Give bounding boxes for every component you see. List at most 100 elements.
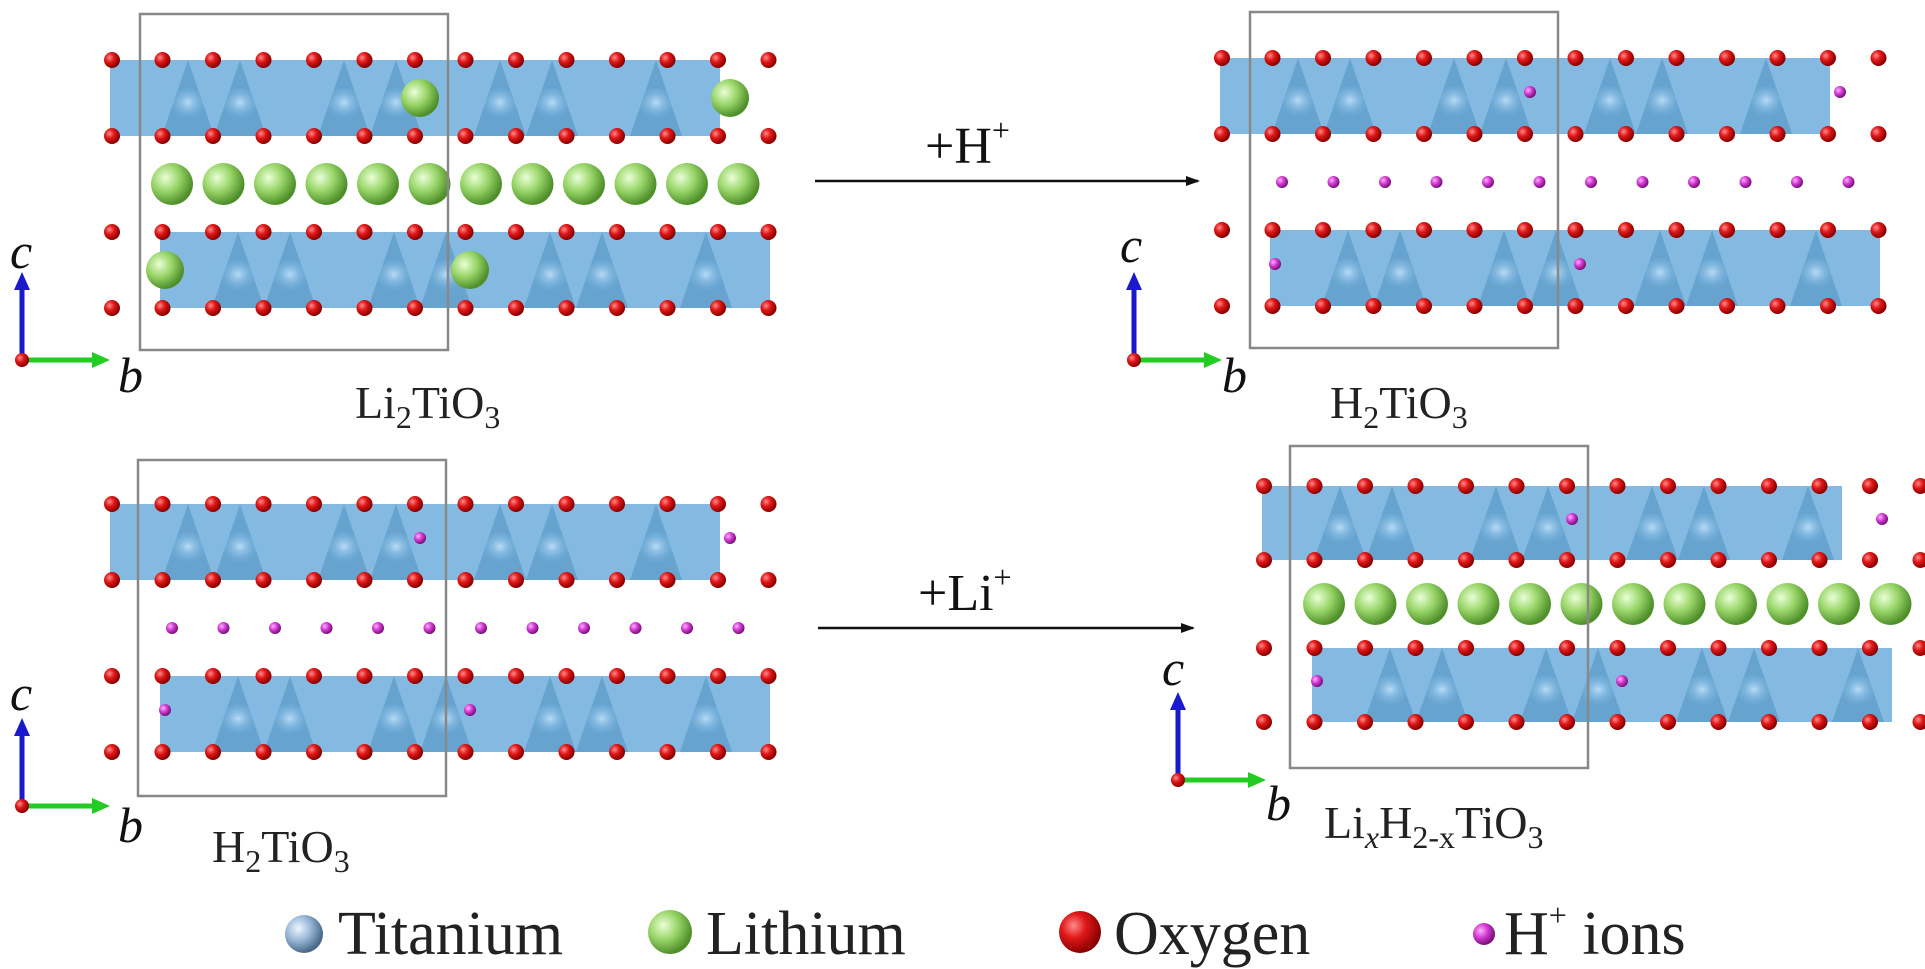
oxygen-atom bbox=[1870, 126, 1887, 142]
hydrogen-ion bbox=[1616, 675, 1628, 687]
oxygen-atom bbox=[1559, 640, 1575, 656]
oxygen-atom bbox=[407, 668, 423, 684]
ti-atom bbox=[1530, 513, 1566, 545]
b-axis-label: b bbox=[1222, 347, 1247, 403]
legend-item-h-ions: H+ ions bbox=[1473, 897, 1686, 968]
lithium-atom bbox=[408, 163, 451, 205]
ti-atom bbox=[1322, 513, 1358, 545]
ti-atom bbox=[1642, 258, 1678, 290]
hydrogen-ion bbox=[372, 622, 384, 634]
ti-atom bbox=[638, 88, 674, 120]
oxygen-atom bbox=[1710, 552, 1727, 568]
oxygen-atom bbox=[356, 224, 373, 240]
ti-atom bbox=[170, 532, 206, 564]
oxygen-atom bbox=[205, 496, 221, 512]
ti-atom bbox=[220, 260, 256, 292]
ti-atom bbox=[1684, 675, 1720, 707]
oxygen-atom bbox=[1870, 50, 1887, 66]
hydrogen-ion bbox=[1276, 176, 1288, 188]
oxygen-atom bbox=[710, 128, 726, 144]
lithium-atom bbox=[1612, 583, 1654, 625]
hydrogen-ion bbox=[1585, 176, 1597, 188]
oxygen-atom bbox=[1466, 126, 1483, 142]
interlayer-hydrogen bbox=[166, 622, 745, 634]
hydrogen-ion bbox=[217, 622, 230, 634]
formula-label-lixh2-xtio3: LixH2-xTiO3 bbox=[1324, 797, 1543, 855]
oxygen-atom bbox=[1862, 478, 1878, 494]
axis-origin bbox=[1127, 353, 1141, 367]
b-axis-label: b bbox=[1266, 775, 1291, 831]
structure-panel-li2tio3: cb bbox=[10, 12, 777, 403]
ti-atom bbox=[1332, 86, 1368, 118]
oxygen-atom bbox=[255, 300, 272, 316]
oxygen-atom bbox=[1719, 50, 1735, 66]
oxygen-atom bbox=[1458, 640, 1474, 656]
legend-item-lithium: Lithium bbox=[648, 900, 906, 968]
oxygen-atom bbox=[205, 52, 221, 68]
oxygen-atom bbox=[356, 52, 373, 68]
axis-indicator: cb bbox=[1162, 640, 1291, 831]
oxygen-atom bbox=[154, 744, 171, 760]
oxygen-atom bbox=[1912, 714, 1925, 730]
reaction-arrow-protonation: +H+ bbox=[815, 112, 1200, 186]
oxygen-atom bbox=[1618, 222, 1634, 238]
ti-atom bbox=[1634, 513, 1670, 545]
ti-atom bbox=[222, 532, 258, 564]
oxygen-atom bbox=[154, 300, 171, 316]
oxygen-atom bbox=[558, 52, 575, 68]
hydrogen-ion bbox=[1311, 675, 1323, 687]
hydrogen-ion bbox=[320, 622, 333, 634]
lithium-atom bbox=[1869, 583, 1912, 625]
oxygen-atom bbox=[1811, 478, 1828, 494]
oxygen-atom bbox=[1668, 222, 1685, 238]
oxygen-atom bbox=[1508, 714, 1525, 730]
lithium-atom bbox=[357, 163, 399, 205]
oxygen-atom bbox=[710, 572, 726, 588]
oxygen-atom bbox=[1559, 714, 1575, 730]
axis-indicator: cb bbox=[10, 665, 143, 853]
hydrogen-ion bbox=[1834, 86, 1846, 98]
ti-atom bbox=[532, 704, 568, 736]
oxygen-atom bbox=[558, 128, 575, 144]
oxygen-atom bbox=[1618, 298, 1634, 314]
lithium-atom bbox=[451, 251, 489, 289]
oxygen-atom bbox=[710, 300, 726, 316]
oxygen-atom bbox=[508, 224, 524, 240]
oxygen-atom bbox=[205, 668, 221, 684]
oxygen-atom bbox=[659, 300, 676, 316]
oxygen-atom bbox=[659, 224, 676, 240]
oxygen-atom bbox=[1912, 478, 1925, 494]
oxygen-atom bbox=[306, 668, 322, 684]
hydrogen-ion bbox=[732, 622, 745, 634]
lithium-atom bbox=[1509, 583, 1551, 625]
hydrogen-ion bbox=[1269, 258, 1281, 270]
oxygen-atom bbox=[1811, 714, 1828, 730]
hydrogen-ion bbox=[1791, 176, 1803, 188]
formula-label-h2tio3-product: H2TiO3 bbox=[1330, 377, 1468, 435]
titanate-layer bbox=[1256, 640, 1925, 730]
hydrogen-ion bbox=[526, 622, 539, 634]
oxygen-atom bbox=[255, 744, 272, 760]
oxygen-atom bbox=[306, 128, 322, 144]
structure-panel-h2tio3-product: cb bbox=[1120, 10, 1887, 403]
oxygen-atom bbox=[1567, 298, 1584, 314]
oxygen-atom bbox=[1416, 126, 1432, 142]
oxygen-atom bbox=[558, 744, 575, 760]
oxygen-atom bbox=[1761, 478, 1777, 494]
oxygen-atom bbox=[1315, 50, 1331, 66]
oxygen-atom bbox=[1466, 50, 1483, 66]
hydrogen-ion bbox=[724, 532, 736, 544]
unit-cell-outline bbox=[138, 12, 450, 352]
oxygen-atom bbox=[1365, 50, 1382, 66]
oxygen-atom bbox=[1609, 478, 1626, 494]
oxygen-atom bbox=[1357, 640, 1373, 656]
oxygen-atom bbox=[760, 224, 777, 240]
oxygen-sphere-icon bbox=[1059, 911, 1101, 953]
oxygen-atom bbox=[609, 224, 625, 240]
lithium-atom bbox=[460, 163, 502, 205]
ti-atom bbox=[1798, 258, 1834, 290]
oxygen-atom bbox=[1407, 478, 1424, 494]
oxygen-atom bbox=[1306, 714, 1323, 730]
ti-atom bbox=[1790, 513, 1826, 545]
legend: Titanium Lithium Oxygen H+ ions bbox=[285, 897, 1686, 968]
